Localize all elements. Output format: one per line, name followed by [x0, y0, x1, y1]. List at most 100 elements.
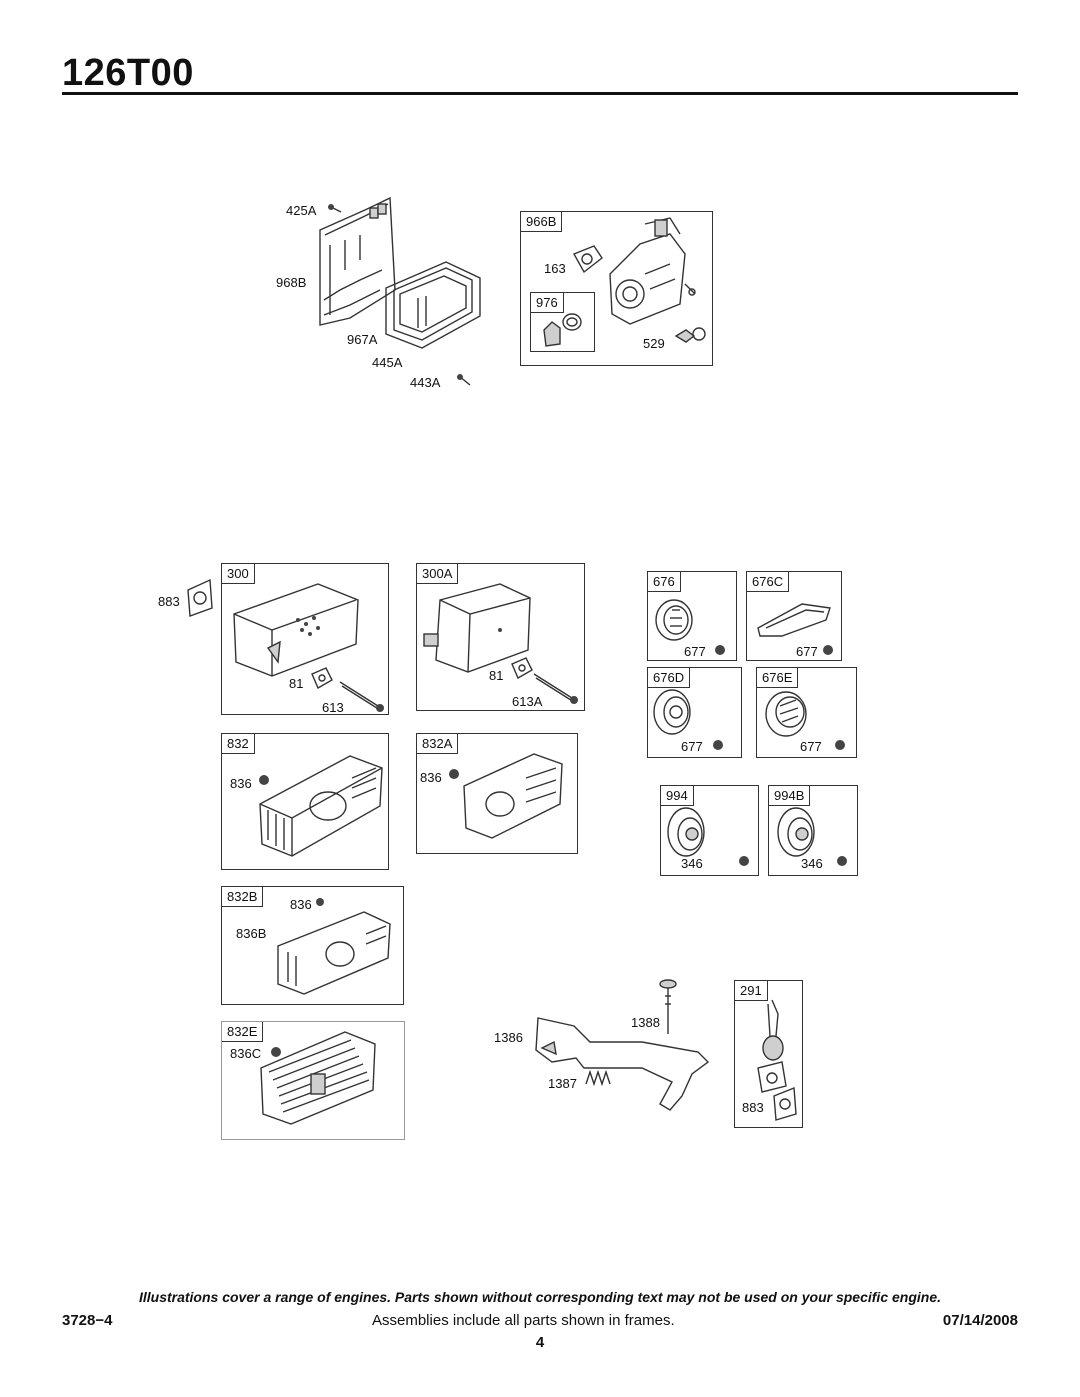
lock-plate-icon: [311, 667, 333, 689]
frame-676D: 676D: [647, 667, 742, 758]
lock-plate-icon: [511, 657, 533, 679]
frame-300: 300: [221, 563, 389, 715]
disclaimer-note: Illustrations cover a range of engines. …: [138, 1289, 942, 1305]
frame-994: 994: [660, 785, 759, 876]
page-title: 126T00: [62, 52, 194, 94]
cover-icon: [655, 599, 693, 641]
frame-tag: 966B: [521, 212, 563, 232]
part-label-613: 613: [322, 700, 344, 715]
part-label-968B: 968B: [276, 275, 307, 290]
screw-icon: [316, 898, 324, 906]
frame-tag: 676C: [747, 572, 790, 592]
part-label-1386: 1386: [494, 1030, 523, 1045]
assemblies-note: Assemblies include all parts shown in fr…: [372, 1312, 675, 1329]
frame-994B: 994B: [768, 785, 858, 876]
screw-icon: [837, 856, 847, 866]
part-label-836B: 836B: [236, 926, 267, 941]
title-rule: [62, 92, 1018, 95]
oil-sensor-icon: [757, 999, 787, 1093]
flange-icon: [777, 807, 815, 857]
frame-tag: 832A: [417, 734, 459, 754]
heat-shield-icon: [463, 753, 563, 839]
part-label-425A: 425A: [286, 203, 317, 218]
bolt-icon: [659, 979, 677, 1034]
frame-tag: 676E: [757, 668, 799, 688]
mesh-guard-icon: [260, 1031, 376, 1125]
part-label-677: 677: [681, 739, 703, 754]
frame-tag: 676D: [648, 668, 691, 688]
filter-element-icon: [385, 261, 481, 349]
part-label-346: 346: [681, 856, 703, 871]
frame-tag: 994B: [769, 786, 811, 806]
part-label-836: 836: [420, 770, 442, 785]
screw-icon: [713, 740, 723, 750]
document-code: 3728−4: [62, 1312, 113, 1329]
screw-icon: [328, 204, 342, 213]
flange-icon: [667, 807, 705, 857]
frame-300A: 300A: [416, 563, 585, 711]
screw-icon: [271, 1047, 281, 1057]
frame-291: 291: [734, 980, 803, 1128]
screw-icon: [823, 645, 833, 655]
frame-tag: 300: [222, 564, 255, 584]
carburetor-icon: [609, 217, 696, 325]
frame-676E: 676E: [756, 667, 857, 758]
gasket-icon: [773, 1086, 797, 1121]
part-label-529: 529: [643, 336, 665, 351]
part-label-613A: 613A: [512, 694, 543, 709]
frame-tag: 291: [735, 981, 768, 1001]
frame-tag: 300A: [417, 564, 459, 584]
bolt-icon: [533, 673, 578, 704]
part-label-443A: 443A: [410, 375, 441, 390]
frame-676C: 676C: [746, 571, 842, 661]
cover-icon: [757, 603, 831, 637]
part-label-836: 836: [290, 897, 312, 912]
part-label-967A: 967A: [347, 332, 378, 347]
part-label-81: 81: [289, 676, 304, 691]
frame-tag: 994: [661, 786, 694, 806]
frame-832E: 832E: [221, 1021, 405, 1140]
muffler-icon: [423, 583, 531, 673]
frame-966B: 966B: [520, 211, 713, 366]
part-label-445A: 445A: [372, 355, 403, 370]
wing-nut-icon: [674, 327, 706, 343]
frame-tag: 976: [531, 293, 564, 313]
gasket-icon: [573, 245, 603, 274]
muffler-icon: [233, 583, 359, 677]
frame-832A: 832A: [416, 733, 578, 854]
part-label-883: 883: [742, 1100, 764, 1115]
part-label-677: 677: [684, 644, 706, 659]
part-label-163: 163: [544, 261, 566, 276]
part-label-836: 836: [230, 776, 252, 791]
document-date: 07/14/2008: [942, 1312, 1018, 1329]
primer-bulb-icon: [543, 313, 582, 347]
frame-tag: 676: [648, 572, 681, 592]
page-number: 4: [535, 1334, 545, 1351]
part-label-677: 677: [796, 644, 818, 659]
frame-tag: 832E: [222, 1022, 264, 1042]
part-label-836C: 836C: [230, 1046, 262, 1061]
frame-676: 676: [647, 571, 737, 661]
heat-shield-icon: [259, 755, 383, 857]
spring-icon: [585, 1069, 611, 1087]
part-label-1388: 1388: [631, 1015, 660, 1030]
heat-shield-icon: [277, 911, 391, 995]
part-label-81: 81: [489, 668, 504, 683]
screw-icon: [715, 645, 725, 655]
screw-icon: [835, 740, 845, 750]
frame-832B: 832B: [221, 886, 404, 1005]
frame-tag: 832: [222, 734, 255, 754]
screw-icon: [259, 775, 269, 785]
part-label-883: 883: [158, 594, 180, 609]
bolt-icon: [339, 681, 384, 712]
part-label-1387: 1387: [548, 1076, 577, 1091]
part-label-677: 677: [800, 739, 822, 754]
frame-976: 976: [530, 292, 595, 352]
cover-icon: [653, 689, 691, 735]
frame-832: 832: [221, 733, 389, 870]
frame-tag: 832B: [222, 887, 264, 907]
part-label-346: 346: [801, 856, 823, 871]
gasket-icon: [187, 578, 213, 617]
bracket-icon: [535, 1017, 710, 1111]
screw-icon: [457, 374, 471, 386]
